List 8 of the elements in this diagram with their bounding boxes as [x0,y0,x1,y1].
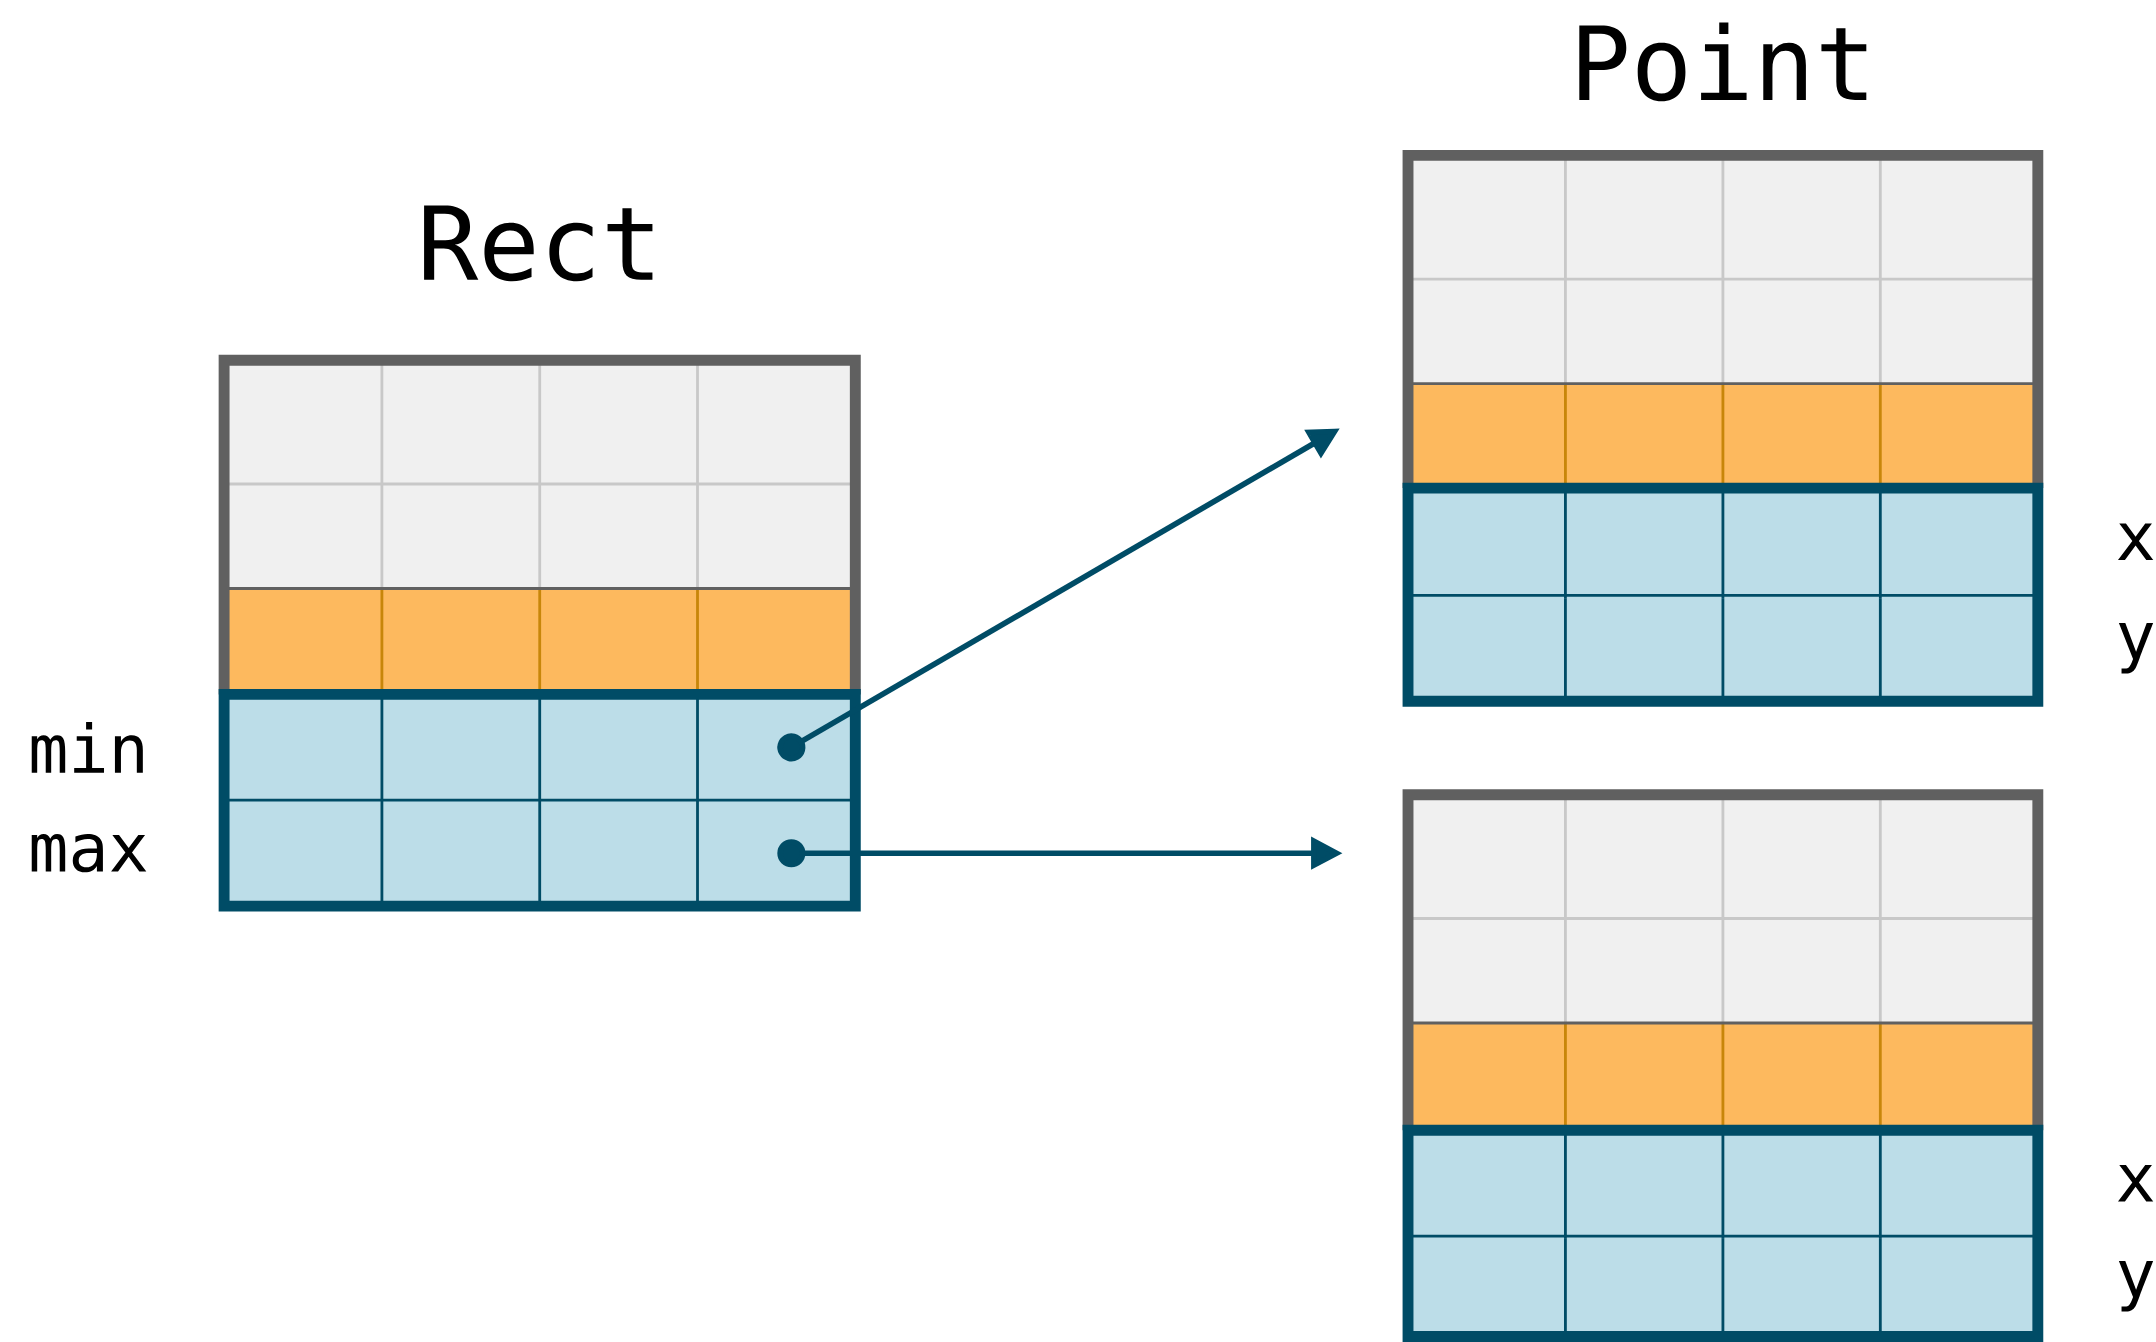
struct-title: Rect [424,205,653,282]
field-label: x [2118,523,2154,561]
struct-title: Point [1579,22,1867,102]
field-label: y [2118,623,2154,674]
field-label: y [2118,1261,2154,1312]
field-label: max [31,834,147,873]
field-label: min [31,721,143,773]
field-label: x [2118,1164,2154,1202]
